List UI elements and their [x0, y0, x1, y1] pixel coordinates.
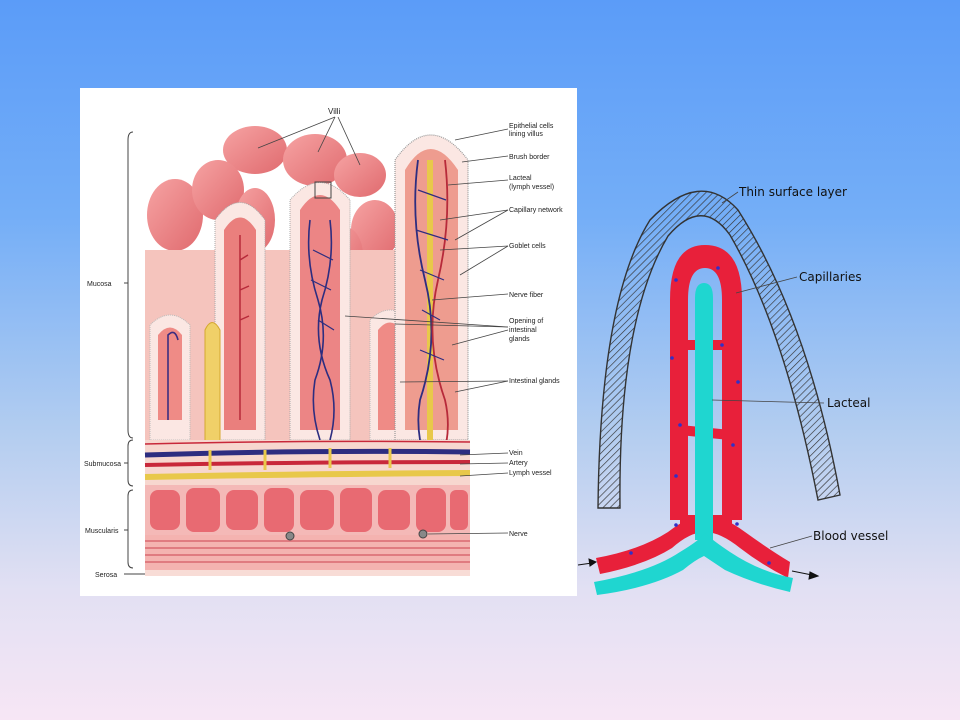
schematic-pointer-lines [711, 191, 825, 549]
right-pointer-lines [344, 128, 509, 535]
label-lacteal-2: (lymph vessel) [509, 184, 554, 191]
blood-vessel [596, 515, 790, 578]
label-brush-border: Brush border [509, 154, 550, 161]
label-intestinal-glands: Intestinal glands [509, 378, 560, 385]
thin-surface-layer [597, 190, 841, 509]
blood-cells [629, 266, 771, 565]
label-opening-glands-3: glands [509, 336, 530, 343]
capillary-loop [670, 245, 742, 520]
label-opening-glands: Opening of [509, 318, 543, 325]
label-lacteal: Lacteal [509, 175, 532, 182]
label-goblet-cells: Goblet cells [509, 243, 546, 250]
villi-pointer-lines [257, 116, 361, 166]
label-artery: Artery [509, 460, 528, 467]
submucosa-vessels [144, 440, 471, 485]
label-vein: Vein [509, 450, 523, 457]
label-serosa: Serosa [95, 572, 117, 579]
villus-schematic: Thin surface layer Capillaries Lacteal B… [577, 185, 888, 595]
label-mucosa: Mucosa [87, 281, 112, 288]
histology-illustration: Mucosa Submucosa Muscularis Serosa Villi [80, 88, 577, 596]
label-lacteal-schematic: Lacteal [827, 396, 870, 410]
label-muscularis: Muscularis [85, 528, 119, 535]
villi-foreground [149, 134, 469, 461]
label-submucosa: Submucosa [84, 461, 121, 468]
muscularis-layer [145, 485, 470, 576]
lacteal-base [594, 533, 793, 595]
label-capillary-network: Capillary network [509, 207, 563, 214]
label-epithelial-cells-2: lining villus [509, 131, 543, 138]
label-capillaries: Capillaries [799, 270, 862, 284]
label-blood-vessel: Blood vessel [813, 529, 888, 543]
layer-brackets [124, 131, 145, 575]
lacteal [695, 283, 713, 540]
label-thin-surface-layer: Thin surface layer [738, 185, 847, 199]
flow-arrows [577, 558, 820, 580]
label-villi: Villi [328, 107, 341, 116]
label-nerve: Nerve [509, 531, 528, 538]
label-opening-glands-2: intestinal [509, 327, 537, 334]
label-epithelial-cells: Epithelial cells [509, 123, 554, 130]
label-nerve-fiber: Nerve fiber [509, 292, 544, 299]
label-lymph-vessel: Lymph vessel [509, 470, 552, 477]
